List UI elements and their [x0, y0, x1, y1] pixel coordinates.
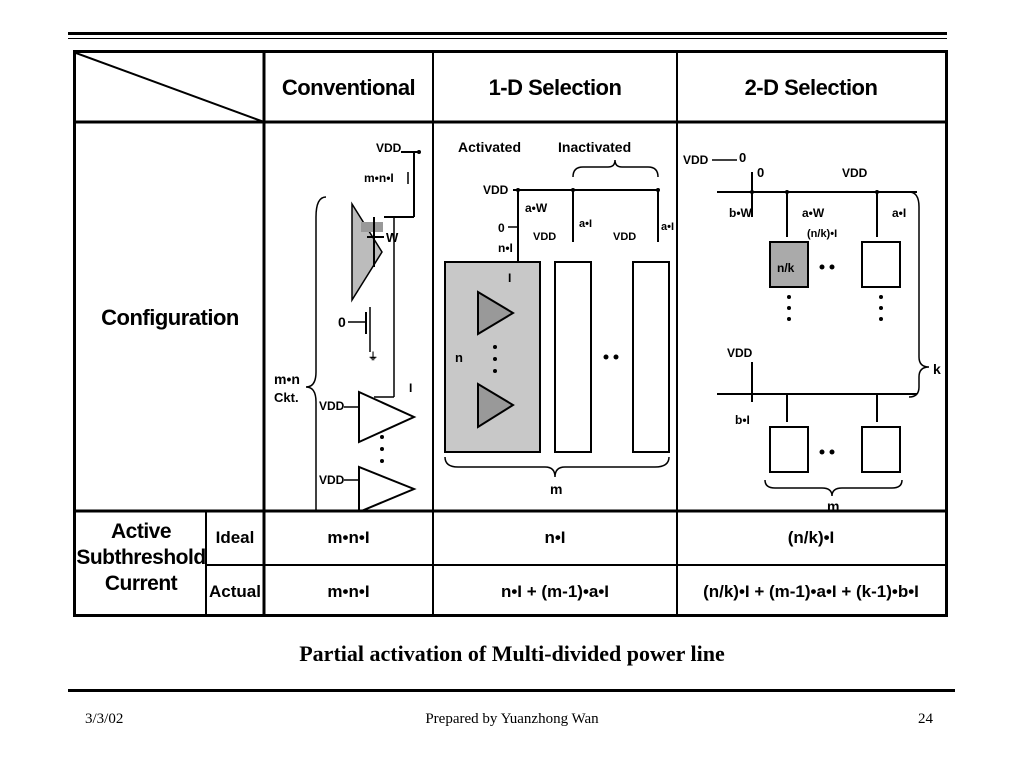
1d-aw-label: a•W: [525, 201, 548, 215]
2d-ai-label: a•I: [892, 206, 906, 220]
ideal-1d: n•I: [544, 528, 566, 547]
svg-text:⏚: ⏚: [368, 351, 378, 363]
top-rule-thick: [68, 32, 947, 35]
1d-zero-label: 0: [498, 221, 505, 235]
1d-n-label: n: [455, 350, 463, 365]
2d-zero2-label: 0: [757, 165, 764, 180]
conv-ckt-label: Ckt.: [274, 390, 299, 405]
1d-ai2-label: a•I: [661, 221, 674, 233]
2d-nk-label: n/k: [777, 261, 795, 275]
1d-inactivated-label: Inactivated: [558, 139, 631, 155]
conv-i-label: I: [409, 381, 412, 395]
1d-ni-label: n•I: [498, 241, 513, 255]
1d-ai-label: a•I: [579, 218, 592, 230]
ideal-conventional: m•n•I: [327, 528, 370, 547]
header-1d-selection: 1-D Selection: [488, 75, 622, 100]
row-label-active-current: Active Subthreshold Current: [76, 520, 206, 595]
1d-activated-label: Activated: [458, 139, 521, 155]
1d-vdd-label: VDD: [483, 183, 509, 197]
2d-m-label: m: [827, 498, 839, 511]
1d-vdd2-label: VDD: [533, 231, 556, 243]
top-rule-thin: [68, 38, 947, 39]
actual-conventional: m•n•I: [327, 582, 370, 601]
2d-bw-label: b•W: [729, 206, 753, 220]
conv-current-label: m•n•I: [364, 171, 394, 185]
table-grid: [76, 53, 945, 614]
footer-author: Prepared by Yuanzhong Wan: [425, 711, 599, 727]
footer-date: 3/3/02: [85, 711, 124, 727]
conv-mn-label: m•n: [274, 371, 300, 387]
conv-w-label: W: [386, 230, 399, 245]
1d-m-label: m: [550, 481, 562, 497]
row-label-ideal: Ideal: [215, 528, 255, 547]
header-2d-selection: 2-D Selection: [744, 75, 878, 100]
actual-1d: n•I + (m-1)•a•I: [500, 582, 610, 601]
actual-2d: (n/k)•I + (m-1)•a•I + (k-1)•b•I: [703, 582, 919, 601]
2d-k-label: k: [933, 361, 941, 377]
2d-vdd-mid-label: VDD: [727, 346, 753, 360]
comparison-table: Conventional 1-D Selection 2-D Selection…: [73, 50, 948, 617]
1d-selection-circuit: Activated Inactivated VDD a•W 0 n•I VDD …: [444, 139, 674, 497]
2d-zero-label: 0: [739, 150, 746, 165]
conv-vdd3-label: VDD: [319, 473, 345, 487]
2d-bi-label: b•I: [735, 413, 750, 427]
1d-i-label: I: [508, 271, 511, 285]
slide-caption: Partial activation of Multi-divided powe…: [299, 641, 725, 666]
bottom-rule: [68, 689, 955, 692]
row-label-actual: Actual: [209, 582, 261, 601]
2d-vdd-label: VDD: [683, 153, 709, 167]
conv-vdd-label: VDD: [376, 141, 402, 155]
row-label-configuration: Configuration: [101, 305, 239, 330]
2d-vdd-top-label: VDD: [842, 166, 868, 180]
conv-vdd2-label: VDD: [319, 399, 345, 413]
footer-page-number: 24: [918, 711, 933, 727]
2d-nk-i-label: (n/k)•I: [807, 228, 837, 240]
conventional-circuit: VDD m•n•I W 0 ⏚ I m•n Ckt. VDD VDD: [274, 141, 421, 511]
ideal-2d: (n/k)•I: [787, 528, 835, 547]
2d-selection-circuit: VDD 0 0 VDD b•W a•W a•I (n/k)•I n/k VDD …: [683, 150, 941, 511]
header-conventional: Conventional: [281, 75, 416, 100]
2d-aw-label: a•W: [802, 206, 825, 220]
conv-zero-label: 0: [338, 314, 346, 330]
1d-vdd3-label: VDD: [613, 231, 636, 243]
